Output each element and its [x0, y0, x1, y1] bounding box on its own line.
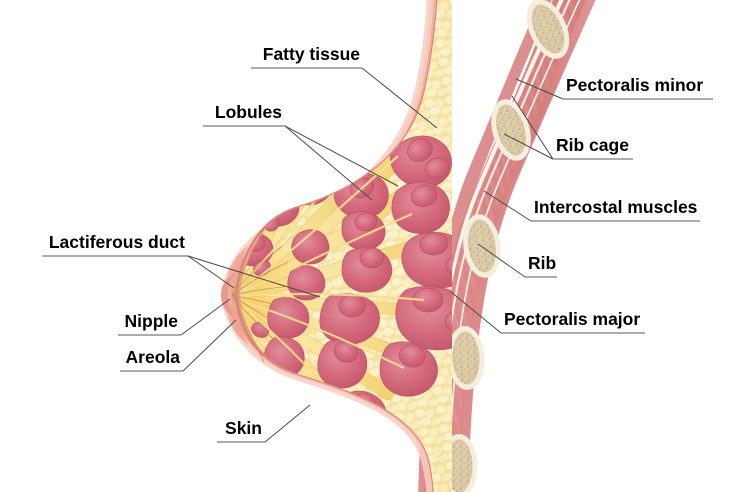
- leader-nipple: [180, 298, 231, 336]
- leader-lactiferous-duct-a: [187, 255, 235, 289]
- leader-lines-group: [180, 67, 564, 443]
- leader-rib-cage-b: [503, 133, 554, 160]
- leader-skin: [264, 404, 311, 443]
- leader-lobules-a: [284, 125, 399, 187]
- leader-lactiferous-duct-b: [187, 255, 321, 298]
- label-rib-cage: Rib cage: [556, 135, 629, 155]
- rib-cross-section: [491, 99, 531, 161]
- nipple-areola-group: [221, 229, 293, 363]
- label-areola: Areola: [126, 347, 181, 367]
- leader-intercostal-muscles: [483, 190, 532, 222]
- label-fatty-tissue: Fatty tissue: [263, 44, 361, 64]
- label-underlines-group: [42, 67, 713, 443]
- leader-pectoralis-minor: [515, 78, 564, 100]
- label-lactiferous-duct: Lactiferous duct: [49, 232, 185, 252]
- nipple-tip: [221, 272, 236, 319]
- label-lobules: Lobules: [215, 102, 282, 122]
- rib-cross-section: [463, 214, 501, 278]
- label-skin: Skin: [225, 418, 262, 438]
- label-pectoralis-major: Pectoralis major: [504, 309, 640, 329]
- label-rib: Rib: [528, 253, 556, 273]
- rib-cage-group: [440, 0, 570, 492]
- leader-rib: [477, 243, 526, 278]
- leader-fatty-tissue: [361, 67, 438, 129]
- leader-lobules-b: [284, 125, 373, 201]
- leader-areola: [182, 319, 237, 372]
- label-pectoralis-minor: Pectoralis minor: [566, 75, 703, 95]
- labels-group: Fatty tissue Lobules Lactiferous duct Ni…: [49, 44, 703, 438]
- leader-pectoralis-major: [450, 291, 502, 334]
- label-intercostal-muscles: Intercostal muscles: [534, 197, 698, 217]
- label-nipple: Nipple: [125, 311, 179, 331]
- rib-cross-section: [526, 0, 570, 59]
- rib-cross-section: [447, 326, 485, 390]
- leader-rib-cage-a: [511, 95, 554, 160]
